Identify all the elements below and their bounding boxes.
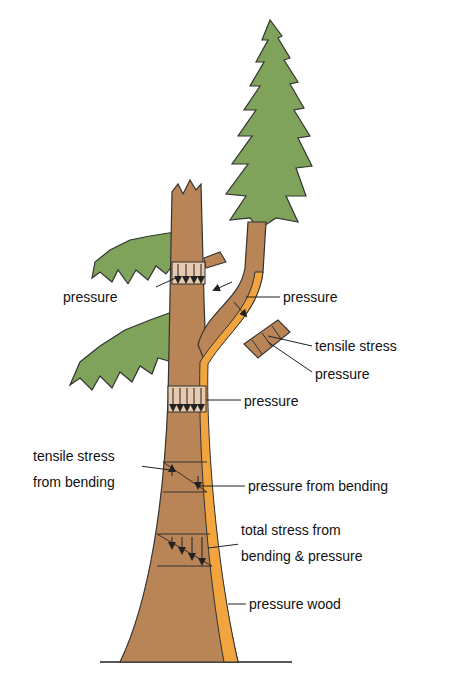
bending-stress bbox=[163, 462, 207, 492]
text-label: pressure bbox=[312, 361, 408, 387]
text-label: tensile stress from bending bbox=[30, 443, 142, 495]
crown-foliage bbox=[226, 20, 312, 226]
branch-foliage bbox=[92, 232, 175, 284]
text-label: pressure wood bbox=[246, 591, 392, 617]
total-stress bbox=[157, 534, 212, 566]
stress-box bbox=[168, 386, 206, 412]
text-label: pressure bbox=[241, 388, 337, 414]
text-label: pressure bbox=[60, 284, 156, 310]
branch-foliage bbox=[70, 312, 172, 390]
broken-stub bbox=[204, 252, 226, 268]
stress-box bbox=[172, 262, 205, 284]
text-label: tensile stress bbox=[312, 333, 438, 359]
text-label: pressure bbox=[280, 284, 376, 310]
text-label: pressure from bending bbox=[245, 473, 441, 499]
text-label: total stress from bending & pressure bbox=[238, 517, 394, 569]
